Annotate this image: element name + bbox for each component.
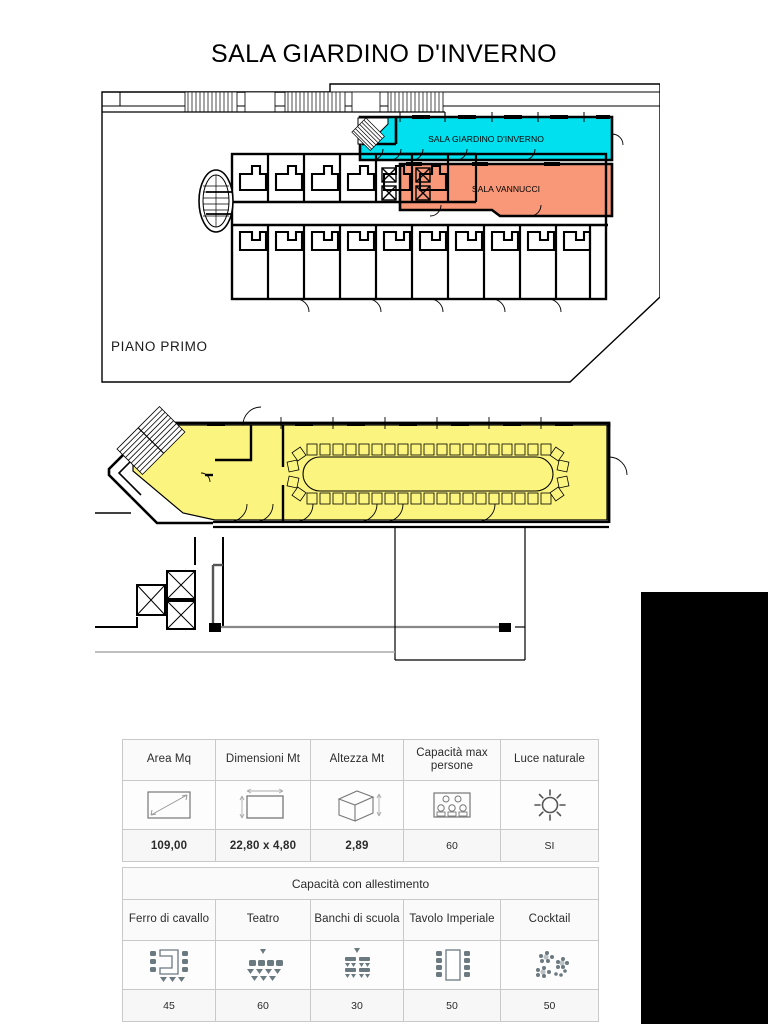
setup-header-theatre: Teatro [215, 899, 311, 941]
setup-icon-cell-imperial [403, 940, 501, 990]
max-people-icon [433, 792, 471, 818]
oval-conference-table [286, 443, 570, 505]
floor-label-piano-primo: PIANO PRIMO [111, 339, 208, 354]
setup-icon-cell-horseshoe [122, 940, 216, 990]
spec-header-height: Altezza Mt [310, 739, 404, 781]
setup-section-title-row: Capacità con allestimento [121, 867, 600, 900]
setup-header-imperial: Tavolo Imperiale [403, 899, 501, 941]
setup-icon-cell-cocktail [499, 940, 600, 990]
page-title: SALA GIARDINO D'INVERNO [211, 40, 557, 68]
first-floor-plan: SALA GIARDINO D'INVERNO SALA VANNUCCI [100, 82, 660, 392]
spec-value-natural-light: SI [500, 829, 599, 862]
spec-header-area: Area Mq [122, 739, 216, 781]
spec-value-dimensions: 22,80 x 4,80 [215, 829, 311, 862]
spec-header-dimensions: Dimensioni Mt [215, 739, 311, 781]
setup-value-horseshoe: 45 [122, 989, 216, 1022]
setup-capacity-table: Capacità con allestimento Ferro di caval… [121, 867, 600, 1022]
setup-icon-cell-theatre [215, 940, 311, 990]
imperial-table-layout-icon [436, 949, 470, 981]
classroom-layout-icon [345, 948, 370, 978]
spec-value-height: 2,89 [310, 829, 404, 862]
room-sala-giardino-dinverno [358, 112, 624, 162]
spec-tables: Area Mq Dimensioni Mt Altezza Mt Capacit… [121, 739, 600, 1022]
horseshoe-layout-icon [150, 949, 188, 982]
height-cube-icon [337, 790, 382, 822]
room-spec-table: Area Mq Dimensioni Mt Altezza Mt Capacit… [122, 739, 599, 862]
spec-icon-row [122, 780, 599, 830]
spec-value-area: 109,00 [122, 829, 216, 862]
cocktail-layout-icon [535, 951, 569, 978]
setup-value-classroom: 30 [310, 989, 404, 1022]
area-diagonal-icon [147, 791, 191, 819]
theatre-layout-icon [247, 949, 283, 981]
dimensions-rect-icon [239, 788, 284, 819]
spec-header-natural-light: Luce naturale [500, 739, 599, 781]
setup-value-cocktail: 50 [499, 989, 600, 1022]
setup-value-theatre: 60 [215, 989, 311, 1022]
black-block-overlay [641, 592, 768, 1024]
spec-value-row: 109,00 22,80 x 4,80 2,89 60 SI [122, 829, 599, 862]
spec-icon-cell-height [310, 780, 404, 830]
room-label-sala-vannucci: SALA VANNUCCI [472, 184, 540, 194]
spec-icon-cell-dimensions [215, 780, 311, 830]
spec-value-max-people: 60 [403, 829, 501, 862]
spec-icon-cell-area [122, 780, 216, 830]
setup-icon-row [122, 940, 600, 990]
spec-header-row: Area Mq Dimensioni Mt Altezza Mt Capacit… [122, 739, 599, 781]
spec-icon-cell-max-people [403, 780, 501, 830]
sun-icon [533, 789, 566, 821]
setup-header-classroom: Banchi di scuola [310, 899, 404, 941]
setup-header-row: Ferro di cavallo Teatro Banchi di scuola… [122, 899, 600, 941]
setup-icon-cell-classroom [310, 940, 404, 990]
setup-section-title: Capacità con allestimento [121, 867, 600, 900]
spec-header-max-people: Capacità max persone [403, 739, 501, 781]
room-label-sala-giardino-dinverno: SALA GIARDINO D'INVERNO [428, 134, 544, 144]
setup-value-row: 45 60 30 50 50 [122, 989, 600, 1022]
setup-header-cocktail: Cocktail [499, 899, 600, 941]
setup-header-horseshoe: Ferro di cavallo [122, 899, 216, 941]
setup-value-imperial: 50 [403, 989, 501, 1022]
ground-floor-plan [95, 405, 640, 680]
spec-icon-cell-natural-light [500, 780, 599, 830]
